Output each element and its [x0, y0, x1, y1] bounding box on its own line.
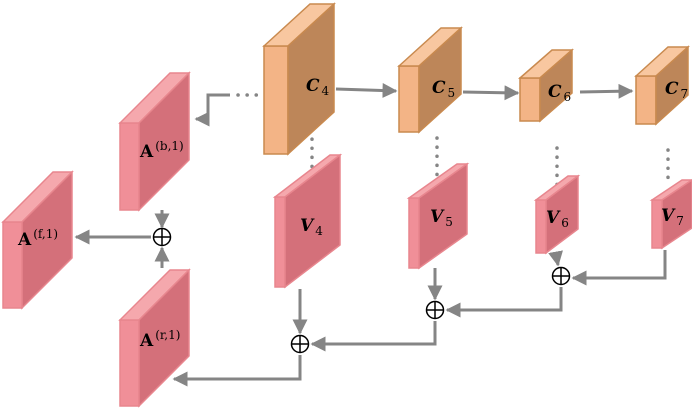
block-label-main: V [546, 208, 561, 228]
block-side-face [138, 268, 190, 408]
arrow-sum-v4-to-a-r1 [172, 355, 302, 387]
block-label-subscript: 4 [315, 224, 323, 238]
block-label-subscript: 4 [322, 84, 330, 98]
operators [152, 227, 571, 354]
block-label-subscript: 5 [445, 215, 453, 229]
block-label-superscript: (f,1) [33, 227, 58, 241]
block-label-main: V [661, 206, 676, 226]
block-label-superscript: (b,1) [155, 139, 184, 153]
block-side-face [545, 174, 579, 255]
block-label-subscript: 7 [676, 214, 684, 228]
block-label-main: A [139, 142, 154, 162]
block-label-main: A [139, 331, 154, 351]
block-side-face [21, 170, 73, 310]
block-a-f1: A(f,1) [1, 170, 74, 310]
block-label-main: C [548, 82, 562, 102]
block-side-face [284, 153, 341, 289]
block-label-subscript: 5 [448, 86, 456, 100]
block-front-face [119, 319, 140, 407]
block-label: A(f,1) [17, 227, 58, 250]
block-top-face [649, 179, 692, 201]
arrow-c5-to-c6 [462, 85, 520, 101]
block-front-face [398, 65, 420, 133]
arrow-v6-to-sum [548, 250, 563, 267]
block-side-face [418, 26, 462, 134]
sum-operator-v67 [551, 266, 571, 286]
arrow-c6-to-c7 [579, 83, 634, 99]
block-label-subscript: 7 [681, 87, 689, 101]
block-front-face [535, 199, 547, 254]
block-front-face [263, 45, 289, 155]
block-label-main: A [17, 230, 32, 250]
sum-operator-v5 [425, 300, 445, 320]
block-side-face [138, 71, 190, 212]
block-label-main: C [432, 78, 446, 98]
block-label-superscript: (r,1) [155, 328, 180, 342]
block-side-face [655, 45, 689, 126]
block-front-face [519, 77, 541, 122]
block-front-face [408, 197, 420, 269]
block-label-main: C [665, 79, 679, 99]
arrow-sum-v67-to-sum-v5 [445, 287, 563, 318]
arrow-sum-v5-to-sum-v4 [310, 321, 437, 352]
block-side-face [539, 48, 573, 123]
block-front-face [635, 75, 657, 125]
block-label-main: C [306, 76, 320, 96]
block-label-subscript: 6 [561, 216, 569, 230]
block-label: A(r,1) [139, 328, 180, 351]
block-front-face [119, 122, 140, 211]
block-label-main: V [430, 207, 445, 227]
arrow-to-a-b1 [194, 93, 230, 127]
sum-operator-ab [152, 227, 172, 247]
block-side-face [287, 2, 335, 156]
block-side-face [661, 179, 692, 250]
block-label: A(b,1) [139, 139, 184, 162]
connectors [74, 83, 670, 387]
sum-operator-v4 [290, 334, 310, 354]
arrow-v7-to-sum [571, 250, 667, 286]
block-a-b1: A(b,1) [118, 71, 191, 212]
block-a-r1: A(r,1) [118, 268, 191, 408]
block-label-main: V [300, 216, 315, 236]
block-front-face [274, 196, 286, 288]
arrow-c4-to-c5 [335, 83, 398, 99]
block-side-face [418, 162, 468, 270]
block-label-subscript: 6 [564, 90, 572, 104]
